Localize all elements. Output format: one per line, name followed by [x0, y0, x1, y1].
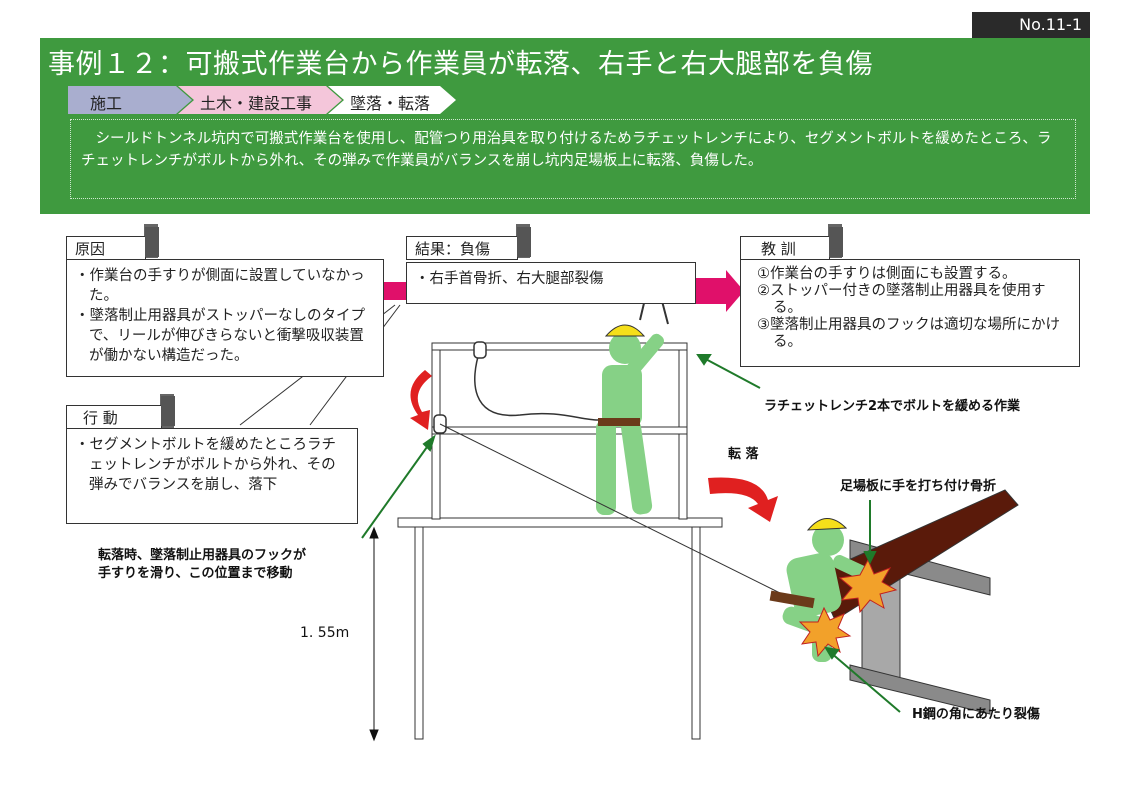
- document-number: No.11-1: [972, 12, 1090, 38]
- lanyard: [433, 341, 791, 599]
- work-stand: [397, 342, 723, 740]
- fall-arrow: [708, 477, 778, 522]
- breadcrumb-item-civil-engineering[interactable]: 土木・建設工事: [178, 86, 342, 114]
- breadcrumb-item-construction[interactable]: 施工: [68, 86, 192, 114]
- action-item: セグメントボルトを緩めたところラチェットレンチがボルトから外れ、その弾みでバラン…: [75, 435, 349, 495]
- result-box: 右手首骨折、右大腿部裂傷: [406, 262, 696, 304]
- fall-label: 転 落: [728, 447, 759, 462]
- ratchet-work-label: ラチェットレンチ2本でボルトを緩める作業: [764, 399, 1021, 414]
- breadcrumb-item-fall[interactable]: 墜落・転落: [328, 86, 456, 114]
- cause-heading: 原因: [66, 227, 159, 260]
- cause-box: 作業台の手すりが側面に設置していなかった。 墜落制止用器具がストッパーなしのタイ…: [66, 259, 384, 377]
- hook-slide-arrow: [410, 370, 432, 430]
- result-heading: 結果：負傷: [406, 227, 531, 260]
- cause-item: 墜落制止用器具がストッパーなしのタイプで、リールが伸びきらないと衝撃吸収装置が働…: [75, 306, 375, 366]
- height-dimension: [369, 526, 379, 742]
- scaffold-board: [814, 489, 1019, 621]
- lesson-item: ③墜落制止用器具のフックは適切な場所にかける。: [757, 317, 1060, 350]
- hand-fracture-label: 足場板に手を打ち付け骨折: [840, 479, 997, 494]
- lessons-heading: 教 訓: [740, 227, 843, 260]
- hook-movement-label-line1: 転落時、墜落制止用器具のフックが: [98, 548, 307, 563]
- worker-standing: [596, 324, 664, 515]
- action-box: セグメントボルトを緩めたところラチェットレンチがボルトから外れ、その弾みでバラン…: [66, 428, 358, 524]
- impact-burst-icon: [798, 558, 898, 658]
- result-item: 右手首骨折、右大腿部裂傷: [415, 269, 687, 289]
- breadcrumb: 施工 土木・建設工事 墜落・転落: [68, 86, 488, 114]
- hook-movement-label-line2: 手すりを滑り、この位置まで移動: [98, 566, 293, 581]
- lesson-item: ②ストッパー付きの墜落制止用器具を使用する。: [757, 283, 1046, 316]
- flow-arrows: [384, 270, 744, 312]
- hbeam-laceration-label: H鋼の角にあたり裂傷: [912, 707, 1040, 722]
- lesson-item: ①作業台の手すりは側面にも設置する。: [757, 266, 1017, 282]
- incident-summary: シールドトンネル坑内で可搬式作業台を使用し、配管つり用治具を取り付けるためラチェ…: [70, 119, 1076, 199]
- pointer-arrows: [361, 354, 901, 713]
- height-label: 1. 55m: [300, 625, 350, 641]
- header-banner: 事例１２：可搬式作業台から作業員が転落、右手と右大腿部を負傷 施工 土木・建設工…: [40, 38, 1090, 214]
- lessons-scroll: ①作業台の手すりは側面にも設置する。 ②ストッパー付きの墜落制止用器具を使用する…: [740, 259, 1080, 367]
- action-heading: 行 動: [66, 396, 175, 429]
- cause-item: 作業台の手すりが側面に設置していなかった。: [75, 266, 375, 306]
- page-title: 事例１２：可搬式作業台から作業員が転落、右手と右大腿部を負傷: [48, 49, 873, 80]
